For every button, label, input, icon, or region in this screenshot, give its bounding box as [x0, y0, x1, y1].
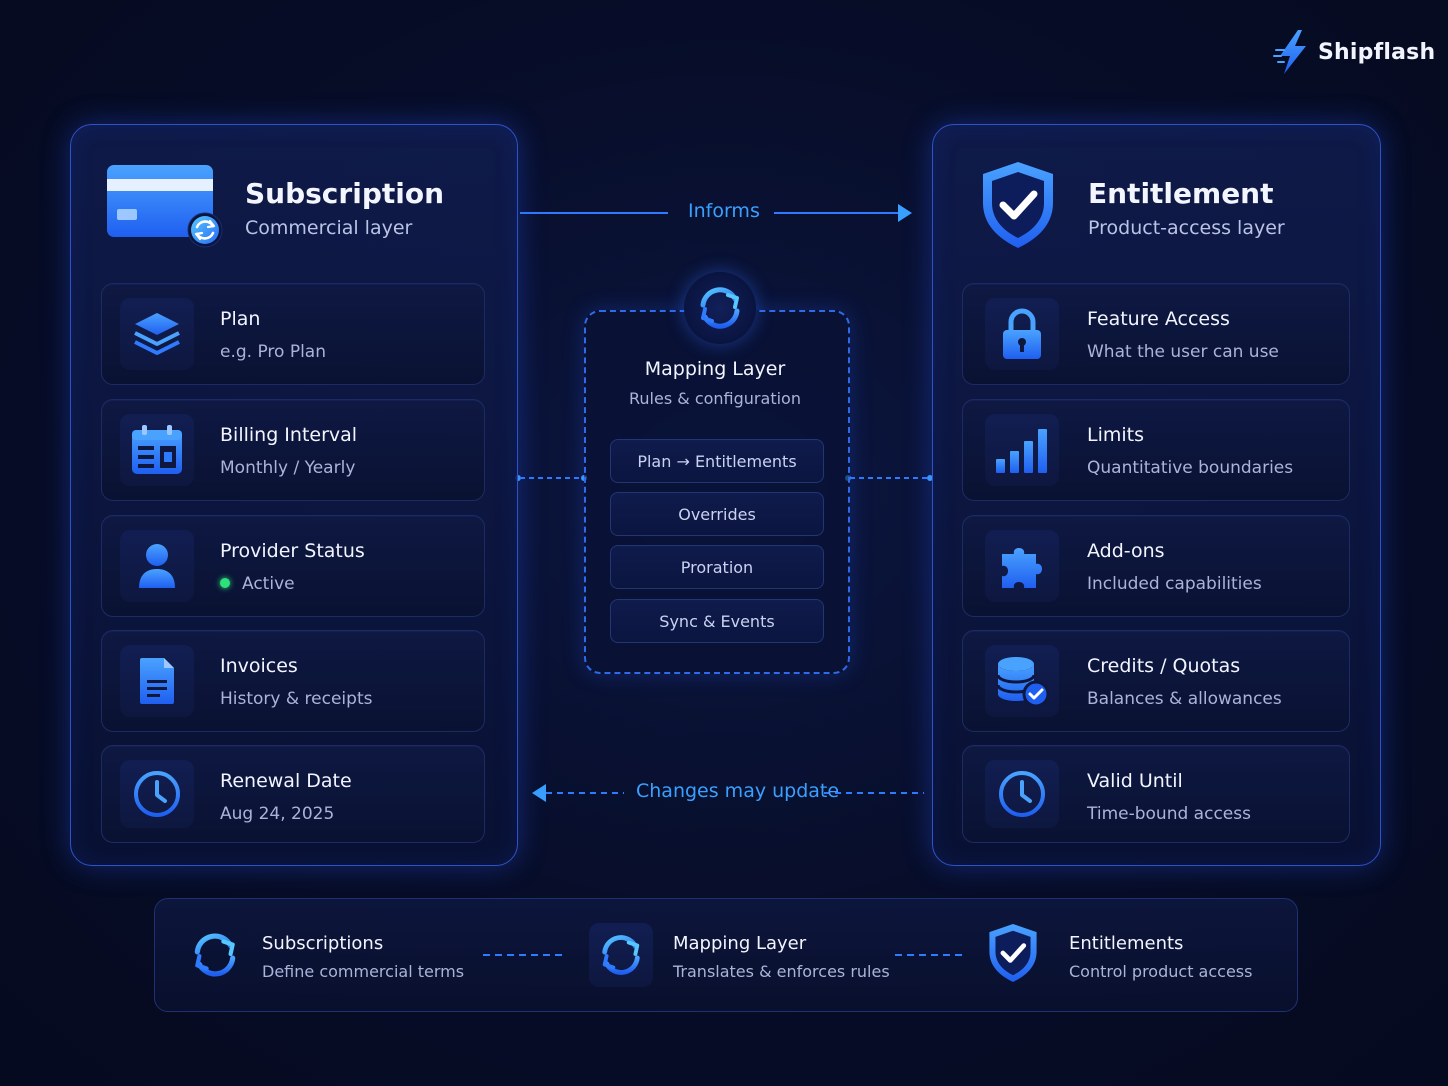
subscription-item-provider-status[interactable]: Provider Status Active [101, 515, 485, 617]
summary-subtitle: Translates & enforces rules [673, 962, 890, 981]
card-title: Credits / Quotas [1087, 655, 1241, 677]
lock-icon [1003, 308, 1041, 359]
summary-bar: Subscriptions Define commercial terms Ma… [154, 898, 1298, 1012]
summary-connector [483, 954, 565, 956]
card-title: Invoices [220, 655, 298, 677]
entitlement-item-feature-access[interactable]: Feature Access What the user can use [962, 283, 1350, 385]
credit-card-sync-icon [107, 165, 223, 248]
card-title: Billing Interval [220, 424, 358, 446]
card-subtitle: e.g. Pro Plan [220, 342, 327, 362]
entitlement-item-valid-until[interactable]: Valid Until Time-bound access [962, 745, 1350, 843]
entitlement-panel: Entitlement Product-access layer Feature… [932, 124, 1381, 866]
rule-overrides[interactable]: Overrides [610, 492, 824, 536]
mapping-subtitle: Rules & configuration [629, 389, 801, 408]
document-icon [140, 658, 174, 704]
entitlement-item-add-ons[interactable]: Add-ons Included capabilities [962, 515, 1350, 617]
card-subtitle: History & receipts [220, 689, 373, 709]
card-title: Provider Status [220, 540, 365, 562]
changes-arrow [532, 784, 924, 802]
entitlement-subtitle: Product-access layer [1088, 217, 1285, 239]
mapping-title: Mapping Layer [644, 358, 786, 380]
summary-title: Mapping Layer [673, 933, 807, 954]
summary-subtitle: Define commercial terms [262, 962, 465, 981]
sync-icon [194, 933, 236, 977]
card-subtitle: Included capabilities [1087, 574, 1262, 594]
card-title: Feature Access [1087, 308, 1230, 330]
shield-check-icon [983, 162, 1053, 248]
layers-icon [134, 313, 180, 355]
summary-icon-box [183, 923, 247, 987]
subscription-item-billing-interval[interactable]: Billing Interval Monthly / Yearly [101, 399, 485, 501]
subscription-panel: Subscription Commercial layer Plan e.g. … [70, 124, 518, 866]
subscription-item-renewal-date[interactable]: Renewal Date Aug 24, 2025 [101, 745, 485, 843]
informs-label: Informs [688, 200, 760, 222]
summary-title: Subscriptions [262, 933, 384, 954]
status-text: Active [242, 574, 295, 594]
mapping-connector-left [515, 475, 587, 481]
summary-icon-box [981, 921, 1045, 985]
card-title: Plan [220, 308, 261, 330]
summary-title: Entitlements [1069, 933, 1184, 954]
user-icon [139, 544, 175, 588]
card-subtitle: Monthly / Yearly [220, 458, 356, 478]
card-subtitle: Aug 24, 2025 [220, 804, 335, 824]
card-title: Limits [1087, 424, 1144, 446]
changes-label: Changes may update [636, 780, 840, 802]
rule-sync-events[interactable]: Sync & Events [610, 599, 824, 643]
entitlement-title: Entitlement [1088, 177, 1274, 210]
subscription-subtitle: Commercial layer [245, 217, 413, 239]
entitlement-item-limits[interactable]: Limits Quantitative boundaries [962, 399, 1350, 501]
brand-logo: Shipflash [1272, 28, 1435, 76]
coins-check-icon [996, 657, 1050, 708]
card-title: Renewal Date [220, 770, 352, 792]
card-subtitle: Time-bound access [1087, 804, 1251, 824]
summary-subtitle: Control product access [1069, 962, 1253, 981]
shield-check-icon [989, 924, 1037, 982]
puzzle-icon [1002, 548, 1042, 588]
subscription-item-plan[interactable]: Plan e.g. Pro Plan [101, 283, 485, 385]
sync-icon [700, 287, 740, 329]
informs-arrow [520, 204, 912, 222]
sync-icon [602, 935, 640, 975]
card-title: Valid Until [1087, 770, 1183, 792]
card-subtitle: What the user can use [1087, 342, 1279, 362]
summary-connector [895, 954, 965, 956]
card-subtitle: Balances & allowances [1087, 689, 1282, 709]
rule-proration[interactable]: Proration [610, 545, 824, 589]
calendar-icon [132, 425, 182, 474]
rule-plan-entitlements[interactable]: Plan → Entitlements [610, 439, 824, 483]
lightning-icon [1273, 30, 1306, 74]
status-dot [220, 578, 230, 588]
card-title: Add-ons [1087, 540, 1165, 562]
status-active: Active [220, 574, 295, 594]
mapping-sync-badge [684, 272, 756, 344]
clock-icon [134, 771, 180, 817]
card-subtitle: Quantitative boundaries [1087, 458, 1294, 478]
mapping-connector-right [845, 475, 933, 481]
brand-name: Shipflash [1318, 39, 1436, 65]
summary-icon-box [589, 923, 653, 987]
entitlement-item-credits-quotas[interactable]: Credits / Quotas Balances & allowances [962, 630, 1350, 732]
clock-icon [999, 771, 1045, 817]
subscription-item-invoices[interactable]: Invoices History & receipts [101, 630, 485, 732]
bar-chart-icon [996, 429, 1047, 473]
subscription-title: Subscription [245, 177, 445, 210]
